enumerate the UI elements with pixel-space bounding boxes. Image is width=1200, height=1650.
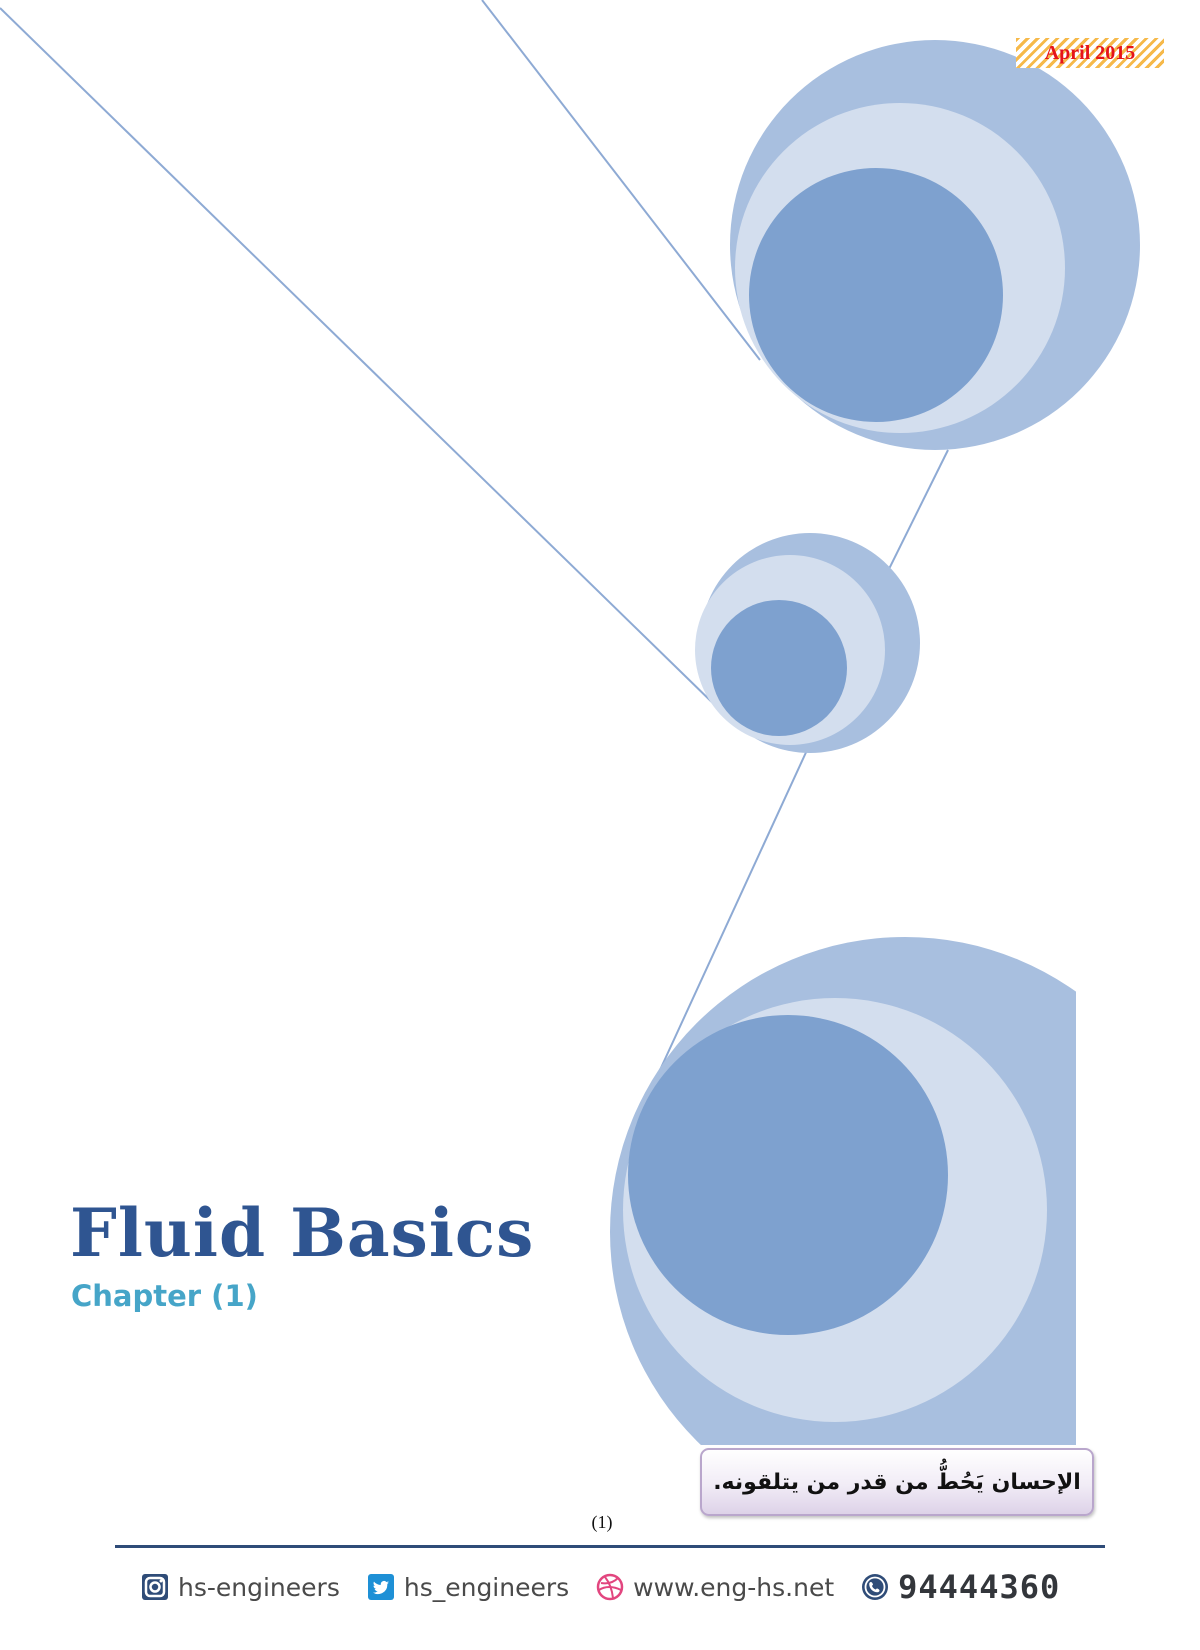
- document-title: Fluid Basics: [70, 1194, 535, 1272]
- footer-contacts: hs-engineers hs_engineers www.eng-hs.net…: [140, 1565, 1100, 1609]
- page-number: (1): [591, 1512, 613, 1532]
- footer-phone[interactable]: 94444360: [860, 1568, 1060, 1606]
- decor-circle-inner: [749, 168, 1003, 422]
- footer-divider: [115, 1545, 1105, 1548]
- decor-circle-inner: [628, 1015, 948, 1335]
- instagram-icon: [142, 1574, 168, 1600]
- footer-website[interactable]: www.eng-hs.net: [595, 1572, 834, 1602]
- date-badge: April 2015: [1016, 38, 1164, 68]
- chapter-subtitle: Chapter (1): [71, 1279, 258, 1313]
- decor-line: [885, 449, 949, 576]
- decor-circle-inner: [711, 600, 847, 736]
- decor-line: [0, 7, 721, 711]
- twitter-handle: hs_engineers: [403, 1572, 570, 1602]
- footer-twitter[interactable]: hs_engineers: [366, 1572, 569, 1602]
- quote-text: الإحسان يَحُطُّ من قدر من يتلقونه.: [713, 1469, 1081, 1495]
- decor-line: [659, 747, 809, 1071]
- date-label: April 2015: [1044, 41, 1136, 64]
- phone-icon: [862, 1574, 889, 1600]
- decor-line: [481, 0, 761, 361]
- twitter-icon: [367, 1574, 394, 1600]
- footer-instagram[interactable]: hs-engineers: [140, 1572, 340, 1602]
- quote-box: الإحسان يَحُطُّ من قدر من يتلقونه.: [700, 1448, 1094, 1516]
- dribbble-icon: [596, 1573, 624, 1601]
- instagram-handle: hs-engineers: [178, 1572, 340, 1602]
- website-url: www.eng-hs.net: [633, 1572, 835, 1602]
- phone-number: 94444360: [898, 1568, 1061, 1606]
